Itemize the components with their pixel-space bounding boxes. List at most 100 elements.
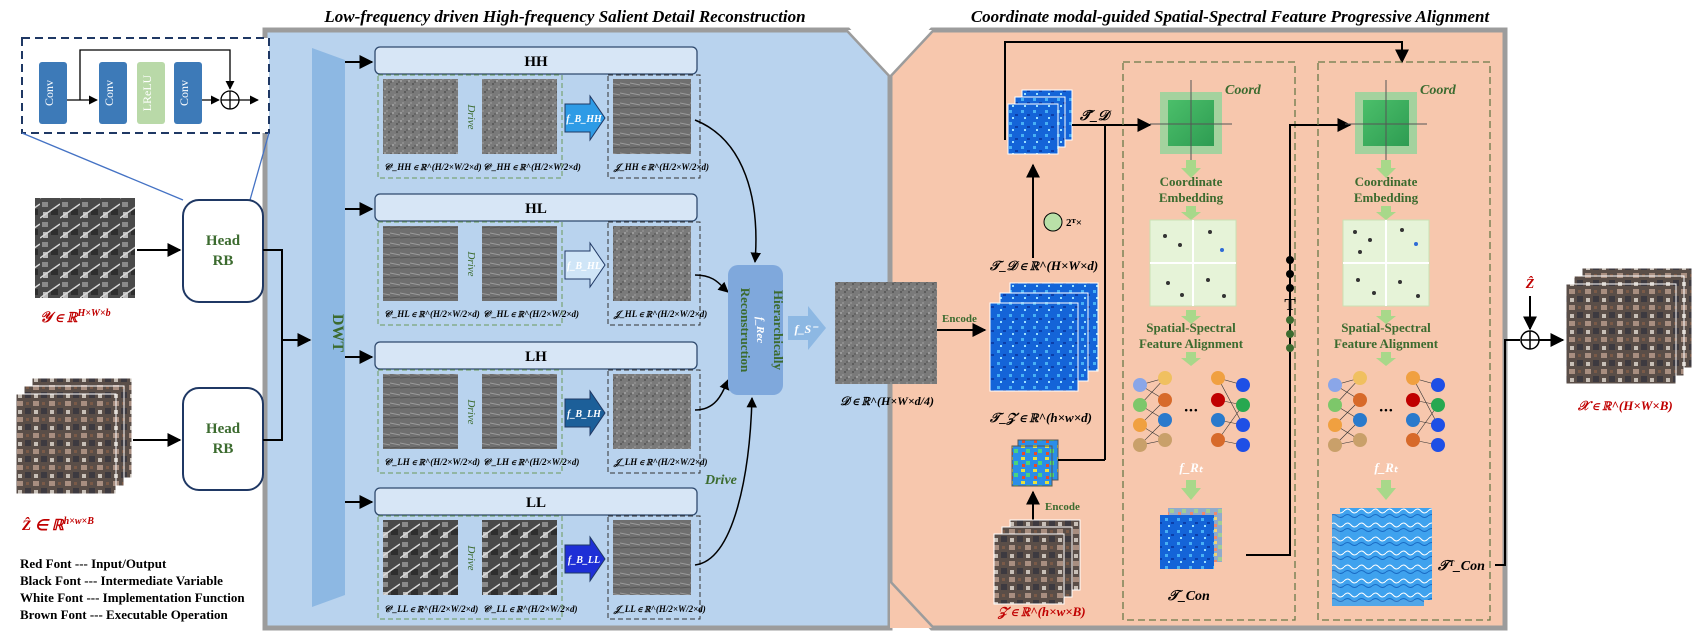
z-stack	[993, 519, 1081, 605]
svg-text:f_B_HL: f_B_HL	[567, 261, 601, 272]
downsample-icon	[1043, 212, 1063, 232]
encode-label-1: Encode	[942, 313, 977, 325]
head-rb-top: Head RB	[182, 199, 264, 303]
drive-arrow-lh: Drive	[465, 398, 477, 424]
drive-arrow-hh: Drive	[465, 103, 477, 129]
svg-text:f_Rec: f_Rec	[754, 317, 766, 343]
band-lh: LH Drive 𝒞ᶻ_LH ∈ ℝ^(H/2×W/2×d) 𝒞ʸ_LH ∈ ℝ…	[374, 341, 708, 474]
t-con-T-label: 𝒯ᵀ_Con	[1437, 559, 1485, 574]
svg-text:···: ···	[1184, 403, 1199, 419]
svg-text:𝒥_HL ∈ ℝ^(H/2×W/2×d): 𝒥_HL ∈ ℝ^(H/2×W/2×d)	[613, 309, 707, 320]
z-hat-stack	[15, 377, 133, 495]
svg-text:𝒞ʸ_LL ∈ ℝ^(H/2×W/2×d): 𝒞ʸ_LL ∈ ℝ^(H/2×W/2×d)	[483, 604, 577, 614]
f-s-block: f_S⁻	[788, 306, 826, 350]
svg-text:𝒞ʸ_LH ∈ ℝ^(H/2×W/2×d): 𝒞ʸ_LH ∈ ℝ^(H/2×W/2×d)	[483, 457, 579, 467]
coord-emb-label-1: Coordinate	[1160, 174, 1223, 189]
lrelu-block: LReLU	[137, 62, 165, 124]
svg-text:Head: Head	[206, 421, 241, 437]
tz-cube	[989, 282, 1099, 392]
stage-2-box	[1317, 61, 1491, 621]
mlp-1: ···	[1133, 371, 1250, 452]
z-hat-top-label: Ẑ	[1525, 275, 1535, 292]
svg-text:HL: HL	[525, 201, 547, 217]
coord-label-1: Coord	[1225, 83, 1262, 98]
svg-text:···: ···	[1379, 403, 1394, 419]
svg-text:Conv: Conv	[102, 80, 116, 106]
f-rt-label-2: f_Rₜ	[1374, 460, 1399, 475]
conv-block-3: Conv	[174, 62, 202, 124]
svg-text:Reconstruction: Reconstruction	[738, 288, 753, 373]
svg-text:Head: Head	[206, 233, 241, 249]
head-rb-bottom: Head RB	[182, 387, 264, 491]
title-left: Low-frequency driven High-frequency Sali…	[323, 7, 805, 26]
resblock-inset: Conv Conv LReLU Conv	[21, 37, 270, 134]
legend-item-implementation: White Font --- Implementation Function	[20, 590, 245, 605]
f-rt-label-1: f_Rₜ	[1179, 460, 1204, 475]
svg-text:Embedding: Embedding	[1354, 190, 1419, 205]
svg-text:Embedding: Embedding	[1159, 190, 1224, 205]
band-hh: HH Drive 𝒞ᶻ_HH ∈ ℝ^(H/2×W/2×d) 𝒞ʸ_HH ∈ ℝ…	[374, 46, 709, 179]
hier-reconstruction-block: Hierarchically Reconstruction f_Rec	[728, 265, 786, 395]
d-image	[835, 282, 937, 384]
heat-cube	[1011, 439, 1059, 487]
legend: Red Font --- Input/Output Black Font ---…	[20, 556, 245, 622]
t-con-map	[1160, 508, 1222, 569]
svg-text:Feature Alignment: Feature Alignment	[1334, 336, 1439, 351]
coord-emb-label-2: Coordinate	[1355, 174, 1418, 189]
f-b-lh-block	[564, 389, 606, 437]
svg-text:𝒥_LH ∈ ℝ^(H/2×W/2×d): 𝒥_LH ∈ ℝ^(H/2×W/2×d)	[613, 457, 708, 468]
conv-block-2: Conv	[99, 62, 127, 124]
encode-label-2: Encode	[1045, 501, 1080, 513]
panel-notch-bottom	[890, 583, 932, 628]
svg-text:𝒞ᶻ_HL ∈ ℝ^(H/2×W/2×d): 𝒞ᶻ_HL ∈ ℝ^(H/2×W/2×d)	[384, 309, 480, 319]
svg-text:LL: LL	[526, 495, 546, 511]
z-label: 𝒵 ∈ ℝ^(h×w×B)	[997, 604, 1086, 620]
svg-text:𝒞ʸ_HH ∈ ℝ^(H/2×W/2×d): 𝒞ʸ_HH ∈ ℝ^(H/2×W/2×d)	[483, 162, 581, 172]
ssfa-label-2: Spatial-Spectral	[1341, 320, 1431, 335]
legend-item-executable: Brown Font --- Executable Operation	[20, 607, 229, 622]
band-ll: LL Drive 𝒞ᶻ_LL ∈ ℝ^(H/2×W/2×d) 𝒞ʸ_LL ∈ ℝ…	[374, 487, 706, 620]
f-b-hh-block	[564, 94, 606, 142]
y-label: 𝒴 ∈ ℝH×W×b	[40, 308, 111, 326]
d-label: 𝒟 ∈ ℝ^(H×W×d/4)	[840, 394, 934, 408]
svg-text:𝒥_HH ∈ ℝ^(H/2×W/2×d): 𝒥_HH ∈ ℝ^(H/2×W/2×d)	[613, 162, 709, 173]
svg-text:RB: RB	[213, 441, 234, 457]
svg-text:Hierarchically: Hierarchically	[771, 290, 786, 370]
svg-text:f_B_LH: f_B_LH	[567, 409, 602, 420]
coord-grid-2	[1345, 80, 1427, 165]
t-con-label: 𝒯_Con	[1167, 589, 1210, 604]
dwt-block: DWT	[312, 48, 346, 607]
svg-text:Conv: Conv	[42, 80, 56, 106]
td-bar-cube	[1007, 89, 1073, 155]
svg-text:f_S⁻: f_S⁻	[794, 322, 819, 336]
svg-text:DWT: DWT	[329, 314, 346, 353]
drive-label: Drive	[704, 473, 737, 488]
f-b-ll-block	[564, 535, 606, 583]
drive-arrow-hl: Drive	[465, 250, 477, 276]
title-right: Coordinate modal-guided Spatial-Spectral…	[971, 7, 1491, 26]
svg-text:LH: LH	[525, 349, 547, 365]
coord-grid-1	[1150, 80, 1232, 165]
svg-text:f_B_HH: f_B_HH	[566, 114, 603, 125]
z-hat-label: Ẑ ∈ ℝh×w×B	[21, 516, 94, 534]
svg-text:𝒞ᶻ_LL ∈ ℝ^(H/2×W/2×d): 𝒞ᶻ_LL ∈ ℝ^(H/2×W/2×d)	[384, 604, 478, 614]
ssfa-label-1: Spatial-Spectral	[1146, 320, 1236, 335]
coord-label-2: Coord	[1420, 83, 1457, 98]
svg-text:LReLU: LReLU	[140, 74, 154, 111]
x-output-stack	[1565, 267, 1693, 385]
svg-text:RB: RB	[213, 253, 234, 269]
iterations-label: T	[1284, 295, 1296, 314]
x-label: 𝒳 ∈ ℝ^(H×W×B)	[1577, 398, 1673, 413]
conv-block-1: Conv	[39, 62, 67, 124]
svg-text:HH: HH	[524, 54, 548, 70]
coord-embedding-grid-2	[1342, 219, 1430, 307]
svg-text:Conv: Conv	[177, 80, 191, 106]
legend-item-intermediate: Black Font --- Intermediate Variable	[20, 573, 223, 588]
stage-1-box	[1122, 61, 1296, 621]
svg-text:Feature Alignment: Feature Alignment	[1139, 336, 1244, 351]
band-hl: HL Drive 𝒞ᶻ_HL ∈ ℝ^(H/2×W/2×d) 𝒞ʸ_HL ∈ ℝ…	[374, 193, 707, 326]
panel-notch	[848, 30, 932, 75]
svg-text:𝒥_LL ∈ ℝ^(H/2×W/2×d): 𝒥_LL ∈ ℝ^(H/2×W/2×d)	[613, 604, 706, 615]
td-label: 𝒯_𝒟 ∈ ℝ^(H×W×d)	[989, 258, 1098, 273]
